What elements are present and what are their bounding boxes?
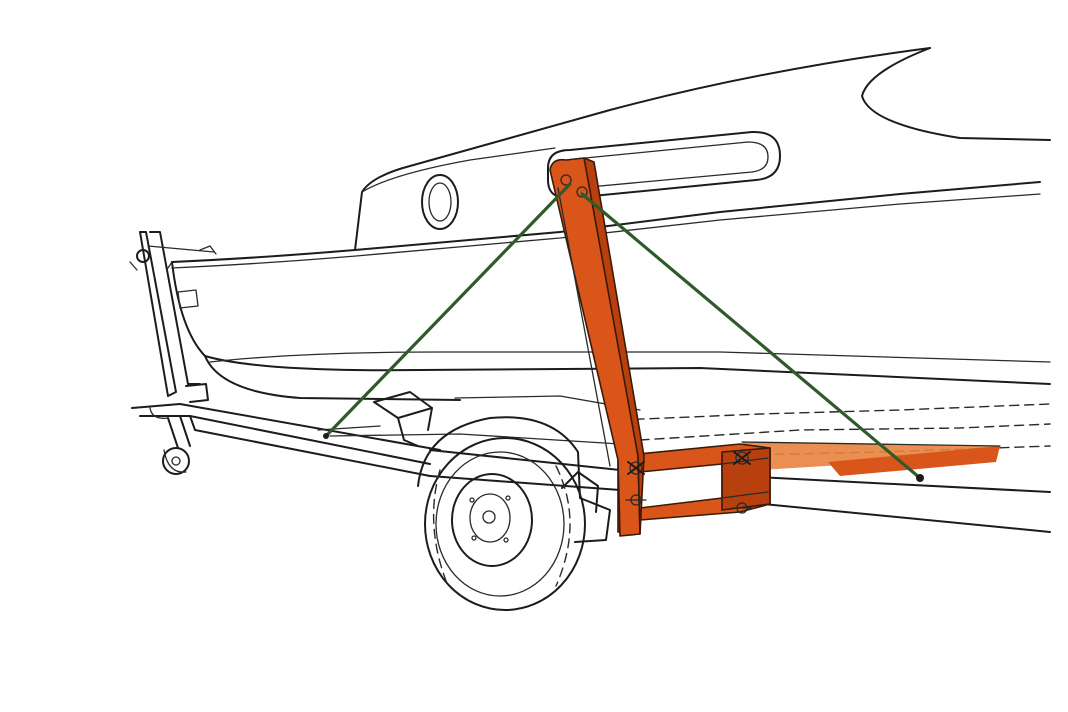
boat	[167, 47, 1051, 457]
porthole	[421, 174, 459, 230]
wooden-crossbar	[617, 441, 1001, 533]
wheel-fender	[417, 416, 611, 543]
wing-nut-clamps	[560, 174, 753, 514]
tie-down-strap-rear	[580, 192, 922, 480]
hull-roller-pad	[373, 391, 433, 447]
winch-post	[129, 231, 217, 403]
wooden-support-post	[549, 157, 645, 537]
jockey-wheel	[162, 415, 191, 475]
trailer-wheel	[424, 437, 586, 611]
tie-down-strap-front	[324, 182, 572, 438]
boat-hull	[171, 261, 1051, 385]
boat-cabin	[354, 47, 931, 251]
tie-down-straps	[323, 182, 924, 482]
